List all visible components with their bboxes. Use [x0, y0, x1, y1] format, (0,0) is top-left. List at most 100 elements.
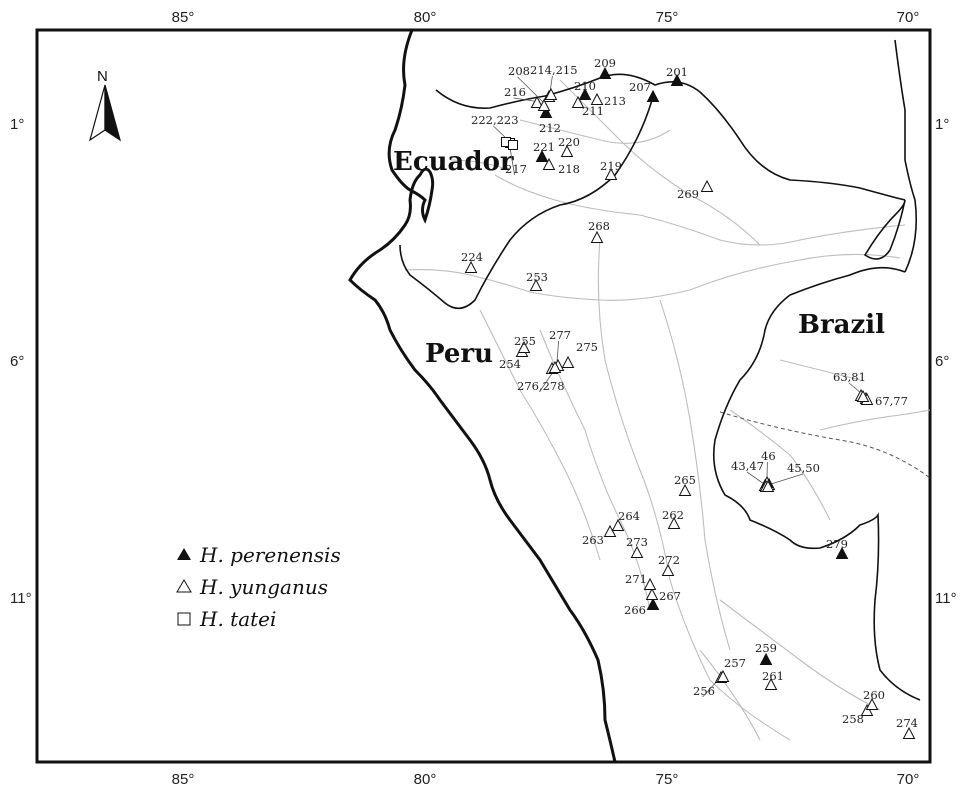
axis-labels-right: 1° 6° 11° [935, 116, 957, 607]
axis-right-label: 1° [935, 116, 949, 133]
locality-label: 63,81 [833, 370, 866, 384]
axis-top-label: 70° [897, 9, 920, 26]
locality-label: 255 [514, 334, 536, 348]
locality-255-open-triangle-icon [517, 340, 531, 353]
locality-label: 268 [588, 219, 610, 233]
axis-bottom-label: 85° [172, 771, 195, 788]
locality-253-open-triangle-icon [529, 278, 543, 291]
locality-267-open-triangle-icon [645, 587, 659, 600]
leader-line [517, 76, 544, 103]
locality-label: 216 [504, 85, 526, 99]
axis-top-label: 80° [414, 9, 437, 26]
coastline [348, 29, 617, 763]
locality-259-filled-triangle-icon [759, 652, 773, 665]
axis-left-label: 11° [10, 590, 32, 607]
locality-label: 207 [629, 80, 651, 94]
locality-208-open-triangle-icon [537, 98, 551, 111]
label-leader-lines [493, 75, 862, 698]
locality-label: 272 [658, 553, 680, 567]
locality-label: 210 [574, 79, 596, 93]
locality-label: 218 [558, 162, 580, 176]
locality-81-open-triangle-icon [856, 389, 870, 402]
locality-262-open-triangle-icon [667, 516, 681, 529]
locality-label: 224 [461, 250, 483, 264]
axis-labels-bottom: 85°80°75°70° [172, 771, 920, 788]
leader-line [848, 382, 862, 394]
leader-line [513, 97, 535, 102]
axis-left-label: 1° [10, 116, 24, 133]
locality-269-open-triangle-icon [700, 179, 714, 192]
locality-label: 214,215 [530, 63, 578, 77]
axis-right-label: 6° [935, 353, 949, 370]
locality-label: 220 [558, 135, 580, 149]
axis-left-label: 6° [10, 353, 24, 370]
leader-line [509, 147, 515, 176]
locality-216-open-triangle-icon [530, 95, 544, 108]
locality-258-open-triangle-icon [860, 703, 874, 716]
locality-label: 208 [508, 64, 530, 78]
locality-label: 256 [693, 684, 715, 698]
locality-273-open-triangle-icon [630, 545, 644, 558]
locality-label: 209 [594, 56, 616, 70]
locality-label: 221 [533, 140, 555, 154]
locality-266-filled-triangle-icon [646, 597, 660, 610]
locality-label: 46 [761, 449, 776, 463]
locality-label: 45,50 [787, 461, 820, 475]
locality-279-filled-triangle-icon [835, 546, 849, 559]
state-border-dashed [719, 411, 931, 479]
leader-line [556, 340, 559, 363]
locality-210-filled-triangle-icon [578, 87, 592, 100]
leader-line [539, 371, 554, 393]
locality-label: 258 [842, 712, 864, 726]
national-borders [399, 39, 921, 701]
locality-272-open-triangle-icon [661, 563, 675, 576]
locality-223-open-square-icon [508, 140, 518, 150]
locality-213-open-triangle-icon [590, 92, 604, 105]
locality-209-filled-triangle-icon [598, 66, 612, 79]
locality-219-open-triangle-icon [604, 167, 618, 180]
locality-label: 254 [499, 357, 521, 371]
locality-268-open-triangle-icon [590, 230, 604, 243]
locality-label: 276,278 [517, 379, 565, 393]
axis-top-label: 85° [172, 9, 195, 26]
locality-label: 259 [755, 641, 777, 655]
legend-label-tatei: H. tatei [199, 607, 276, 631]
legend-open-square-icon [177, 612, 191, 626]
legend-filled-triangle-icon [177, 548, 191, 560]
locality-221-filled-triangle-icon [535, 149, 549, 162]
axis-right-label: 11° [935, 590, 957, 607]
locality-label: 201 [666, 65, 688, 79]
leader-line [746, 471, 765, 485]
locality-label: 212 [539, 121, 561, 135]
axis-bottom-label: 80° [414, 771, 437, 788]
locality-label: 217 [505, 162, 527, 176]
country-label-peru: Peru [425, 339, 493, 369]
locality-220-open-triangle-icon [560, 144, 574, 157]
legend-label-yunganus: H. yunganus [199, 575, 328, 599]
locality-label: 277 [549, 328, 571, 342]
locality-label: 261 [762, 669, 784, 683]
locality-224-open-triangle-icon [464, 260, 478, 273]
locality-212-filled-triangle-icon [539, 105, 553, 118]
locality-207-filled-triangle-icon [646, 89, 660, 102]
locality-218-open-triangle-icon [542, 157, 556, 170]
legend-label-perenensis: H. perenensis [199, 543, 341, 567]
locality-211-open-triangle-icon [571, 95, 585, 108]
locality-label: 269 [677, 187, 699, 201]
locality-label: 266 [624, 603, 646, 617]
north-label: N [97, 68, 108, 85]
locality-label: 265 [674, 473, 696, 487]
locality-label: 222,223 [471, 113, 519, 127]
legend-open-triangle-icon [176, 579, 192, 593]
leader-line [770, 473, 804, 485]
axis-bottom-label: 75° [656, 771, 679, 788]
locality-label: 262 [662, 508, 684, 522]
axis-top-label: 75° [656, 9, 679, 26]
locality-278-open-triangle-icon [548, 360, 562, 373]
locality-275-open-triangle-icon [561, 355, 575, 368]
locality-label: 260 [863, 688, 885, 702]
locality-label: 211 [582, 104, 604, 118]
locality-260-open-triangle-icon [865, 697, 879, 710]
